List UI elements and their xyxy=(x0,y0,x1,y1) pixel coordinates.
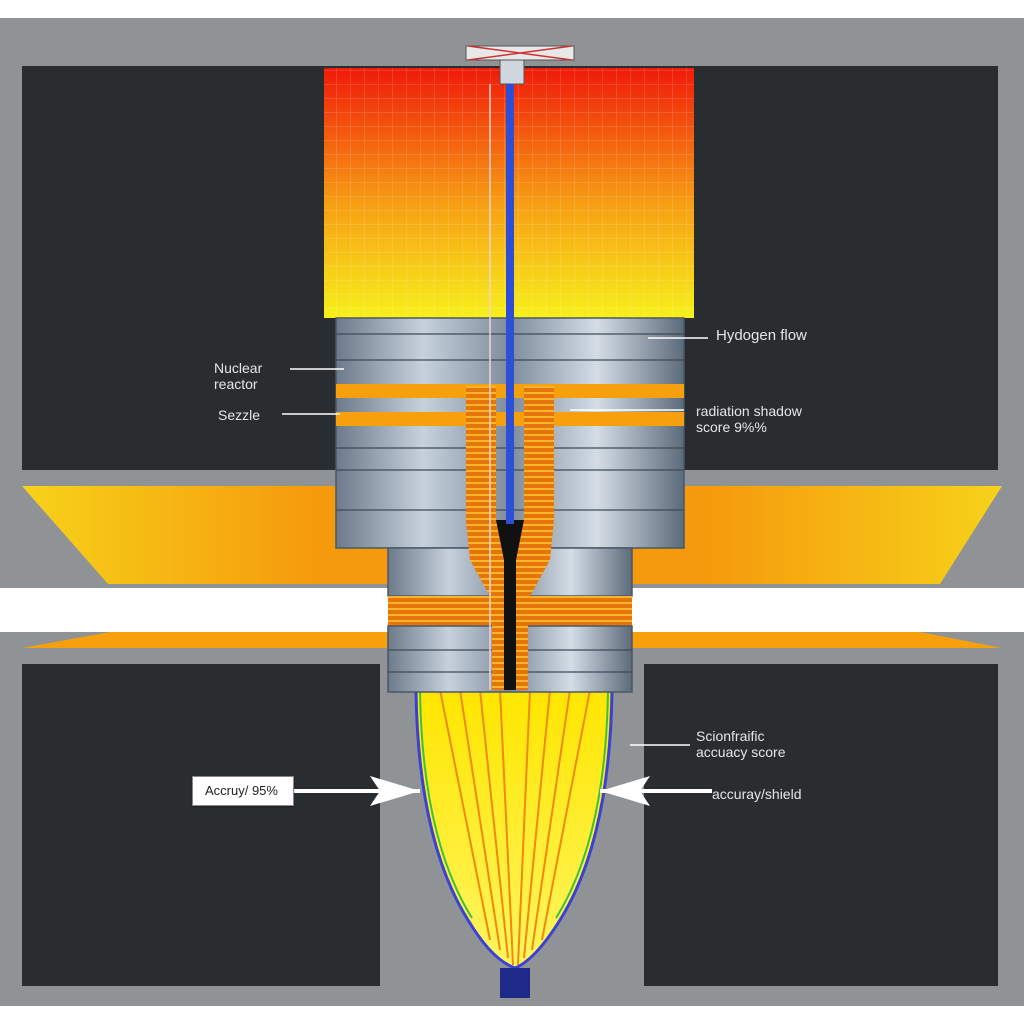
label-sezzle: Sezzle xyxy=(218,407,261,423)
throat-channel-left xyxy=(466,386,504,690)
throat-core xyxy=(496,520,524,690)
accuracy-callout-box: Accruy/ 95% xyxy=(192,776,294,806)
lower-right-dark-panel xyxy=(644,664,998,986)
throat-channel-right xyxy=(516,386,554,690)
lower-left-dark-panel xyxy=(22,664,380,986)
plume-green-right xyxy=(555,689,609,919)
exhaust-exit xyxy=(500,968,530,998)
label-scientific-accuracy: Scionfraific accuacy score xyxy=(696,728,786,760)
label-nuclear-reactor: Nuclear reactor xyxy=(214,360,263,392)
label-hydrogen-flow: Hydogen flow xyxy=(716,327,807,344)
plume-green-left xyxy=(419,689,473,919)
accuracy-arrow-left xyxy=(294,776,420,806)
top-fitting xyxy=(499,59,525,85)
plume-edge-right xyxy=(514,689,614,970)
label-accuracy-shield: accuray/shield xyxy=(712,786,802,802)
leader-lines xyxy=(282,337,708,746)
exhaust-plume xyxy=(416,690,612,968)
fuel-rod xyxy=(506,84,514,524)
plume-edge-left xyxy=(414,689,516,970)
label-accuracy-95: Accruy/ 95% xyxy=(205,783,278,798)
accuracy-arrow-right xyxy=(600,776,712,806)
plume-streaks xyxy=(439,689,591,966)
top-cap-hatch xyxy=(467,45,573,61)
label-radiation-shadow: radiation shadow score 9%% xyxy=(696,403,802,435)
